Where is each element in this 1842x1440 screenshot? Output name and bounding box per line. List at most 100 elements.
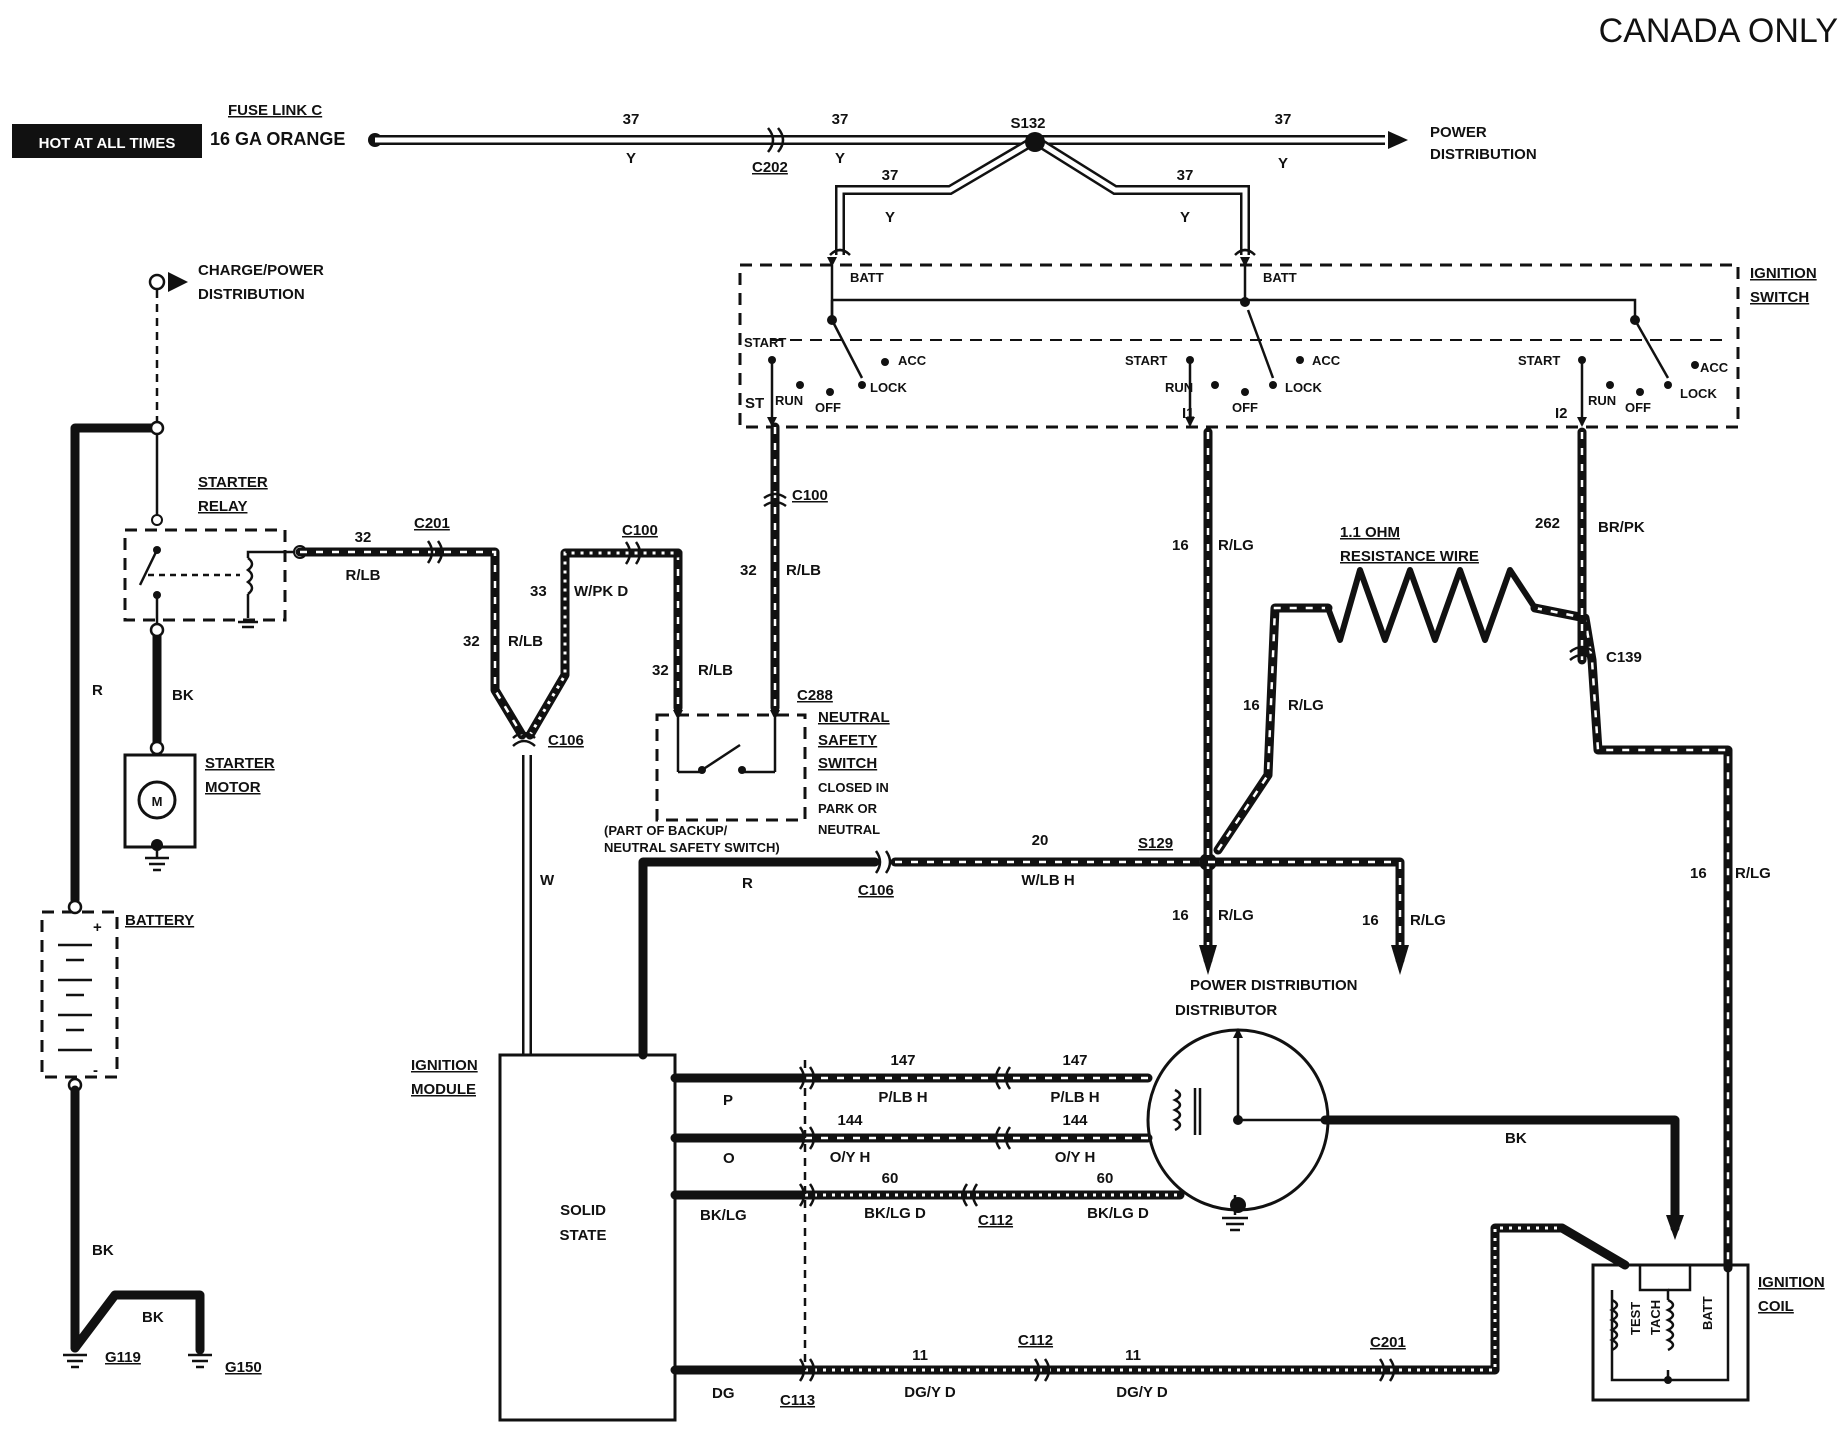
circuit-33-wire bbox=[525, 548, 683, 740]
wire-rlb-label: R/LB bbox=[508, 633, 543, 650]
splice-s132-label: S132 bbox=[1010, 115, 1045, 132]
wire-32-label: 32 bbox=[463, 633, 480, 650]
i1-terminal-label: I1 bbox=[1182, 405, 1195, 422]
coil-arrow bbox=[1666, 1215, 1684, 1240]
batt-terminal-label: BATT bbox=[1263, 270, 1297, 285]
wire-rlg-label: R/LG bbox=[1218, 907, 1254, 924]
wire-rlb-label: R/LB bbox=[698, 662, 733, 679]
wire-147-label: 147 bbox=[890, 1052, 915, 1069]
fuse-gauge-label: 16 GA ORANGE bbox=[210, 129, 345, 149]
neutral-switch-label: NEUTRAL bbox=[818, 709, 890, 726]
wire-32-label: 32 bbox=[652, 662, 669, 679]
starter-motor-symbol bbox=[137, 780, 177, 820]
connector-c112-label: C112 bbox=[978, 1212, 1013, 1229]
wire-oyh-label: O/Y H bbox=[1055, 1149, 1096, 1166]
connector-c139-label: C139 bbox=[1606, 649, 1642, 666]
ignition-module-box bbox=[498, 1053, 677, 1422]
ignition-switch-label: SWITCH bbox=[1750, 289, 1809, 306]
connector-c106-label: C106 bbox=[548, 732, 584, 749]
module-wires bbox=[670, 1073, 1630, 1375]
module-dg-label: DG bbox=[712, 1385, 735, 1402]
power-distribution-label: POWER bbox=[1430, 124, 1487, 141]
neutral-switch-note: PARK OR bbox=[818, 801, 878, 816]
wire-147-label: 147 bbox=[1062, 1052, 1087, 1069]
ignition-switch-label: IGNITION bbox=[1750, 265, 1817, 282]
distributor-internals bbox=[1172, 1028, 1325, 1232]
run-position-label: RUN bbox=[1588, 393, 1616, 408]
wire-r-label: R bbox=[742, 875, 753, 892]
battery-positive-terminal bbox=[67, 899, 83, 915]
wire-16-label: 16 bbox=[1690, 865, 1707, 882]
wire-plbh-label: P/LB H bbox=[878, 1089, 927, 1106]
wire-144-label: 144 bbox=[1062, 1112, 1088, 1129]
wire-plbh-label: P/LB H bbox=[1050, 1089, 1099, 1106]
run-position-label: RUN bbox=[775, 393, 803, 408]
wire-16-label: 16 bbox=[1243, 697, 1260, 714]
resistance-wire-label: 1.1 OHM bbox=[1340, 524, 1400, 541]
ground-g119-symbol bbox=[63, 1353, 87, 1369]
connector-c106-symbol-2 bbox=[874, 850, 892, 874]
circuit-16-wires bbox=[1203, 427, 1733, 1273]
start-position-label: START bbox=[744, 335, 786, 350]
wire-bk-g150 bbox=[70, 1290, 205, 1355]
wire-144-label: 144 bbox=[837, 1112, 863, 1129]
ground-g150-label: G150 bbox=[225, 1359, 262, 1376]
wire-y-label: Y bbox=[885, 209, 895, 226]
connector-c100-symbol-2 bbox=[763, 492, 787, 508]
wire-y-label: Y bbox=[835, 150, 845, 167]
starter-motor-ground bbox=[145, 839, 169, 872]
ignition-switch-contacts bbox=[767, 248, 1730, 427]
ground-g150-symbol bbox=[188, 1353, 212, 1369]
wire-r-battery bbox=[70, 423, 162, 905]
off-position-label: OFF bbox=[1625, 400, 1651, 415]
wire-16-label: 16 bbox=[1362, 912, 1379, 929]
neutral-switch-part-of: (PART OF BACKUP/ bbox=[604, 823, 728, 838]
wire-dgyd-label: DG/Y D bbox=[904, 1384, 956, 1401]
coil-tach-label: TACH bbox=[1648, 1300, 1663, 1335]
charge-terminal bbox=[148, 273, 166, 291]
connector-c113-label: C113 bbox=[780, 1392, 815, 1409]
coil-test-label: TEST bbox=[1628, 1302, 1643, 1335]
wire-11-label: 11 bbox=[912, 1347, 928, 1364]
battery-label: BATTERY bbox=[125, 912, 194, 929]
connector-c106-symbol bbox=[512, 731, 536, 747]
starter-motor-terminal bbox=[149, 740, 165, 756]
power-distribution-arrow-2 bbox=[1391, 945, 1409, 975]
wire-brpk-label: BR/PK bbox=[1598, 519, 1645, 536]
wire-bk-label: BK bbox=[142, 1309, 164, 1326]
wire-16-label: 16 bbox=[1172, 907, 1189, 924]
wire-bk-coil bbox=[1320, 1115, 1680, 1233]
power-distribution-arrow-1 bbox=[1199, 945, 1217, 975]
neutral-switch-note: NEUTRAL bbox=[818, 822, 880, 837]
starter-relay-box bbox=[123, 528, 287, 622]
wire-37-label: 37 bbox=[1275, 111, 1292, 128]
module-o-label: O bbox=[723, 1150, 735, 1167]
acc-position-label: ACC bbox=[898, 353, 927, 368]
starter-relay-label: STARTER bbox=[198, 474, 268, 491]
batt-terminal-label: BATT bbox=[850, 270, 884, 285]
relay-starter-terminal bbox=[149, 622, 165, 638]
run-position-label: RUN bbox=[1165, 380, 1193, 395]
wire-rlg-label: R/LG bbox=[1735, 865, 1771, 882]
lock-position-label: LOCK bbox=[1680, 386, 1717, 401]
off-position-label: OFF bbox=[815, 400, 841, 415]
wire-oyh-label: O/Y H bbox=[830, 1149, 871, 1166]
fuse-link-label: FUSE LINK C bbox=[228, 102, 322, 119]
starter-motor-label: STARTER bbox=[205, 755, 275, 772]
wire-rlg-label: R/LG bbox=[1410, 912, 1446, 929]
neutral-switch-note: CLOSED IN bbox=[818, 780, 889, 795]
starter-motor-label: MOTOR bbox=[205, 779, 261, 796]
wire-37-label: 37 bbox=[832, 111, 849, 128]
neutral-safety-switch-box bbox=[655, 713, 807, 822]
resistance-wire-label: RESISTANCE WIRE bbox=[1340, 548, 1479, 565]
neutral-switch-label: SWITCH bbox=[818, 755, 877, 772]
lock-position-label: LOCK bbox=[870, 380, 907, 395]
wire-y-label: Y bbox=[1278, 155, 1288, 172]
start-position-label: START bbox=[1125, 353, 1167, 368]
connector-c288-label: C288 bbox=[797, 687, 833, 704]
wire-rlb-label: R/LB bbox=[346, 567, 381, 584]
acc-position-label: ACC bbox=[1700, 360, 1729, 375]
wire-bklgd-label: BK/LG D bbox=[1087, 1205, 1149, 1222]
battery-plus-label: + bbox=[93, 919, 102, 936]
connector-c201-symbol bbox=[426, 540, 444, 564]
